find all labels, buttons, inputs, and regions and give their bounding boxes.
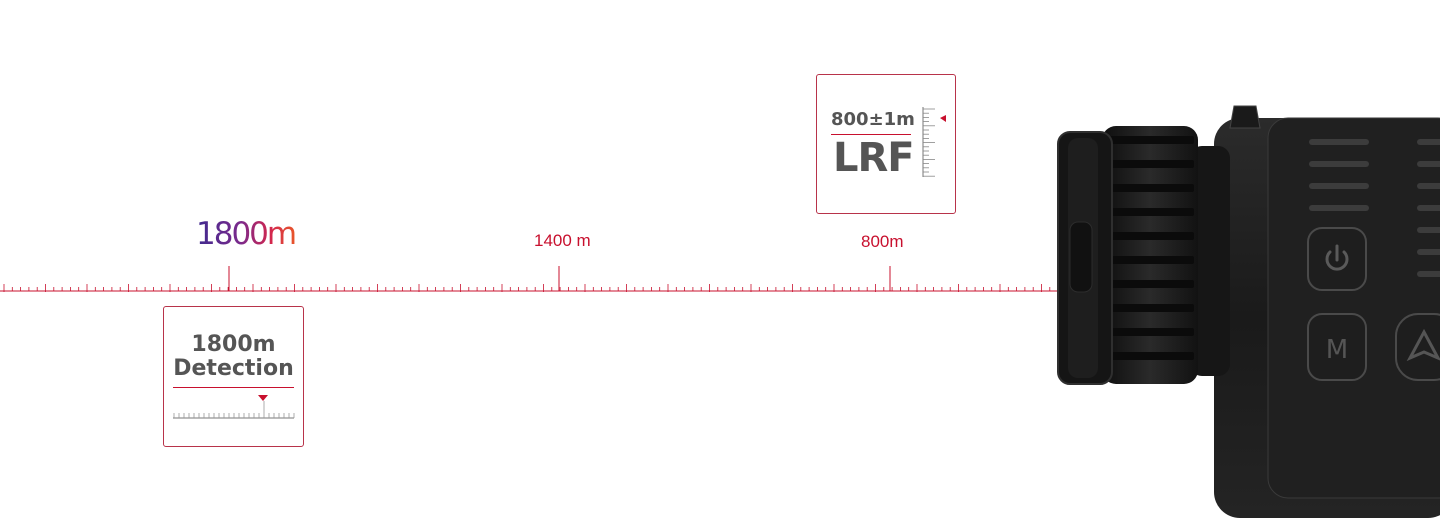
lrf-pointer-icon xyxy=(940,115,946,122)
detection-divider xyxy=(173,387,294,388)
focus-ring-ribs xyxy=(1106,136,1194,360)
lens-collar xyxy=(1190,146,1230,376)
detection-distance: 1800m xyxy=(191,332,276,357)
lrf-accuracy-value: 800±1m xyxy=(831,109,915,130)
focus-ring-rib xyxy=(1106,328,1194,336)
focus-ring-rib xyxy=(1106,280,1194,288)
thermal-device-illustration: M xyxy=(1057,105,1440,518)
body-grooves xyxy=(1309,139,1440,277)
navigation-arrow-icon xyxy=(1406,328,1440,362)
focus-ring-rib xyxy=(1106,304,1194,312)
distance-label-800: 800m xyxy=(861,232,904,251)
focus-ring-rib xyxy=(1106,184,1194,192)
detection-card: 1800m Detection xyxy=(163,306,304,447)
lrf-card: 800±1m LRF xyxy=(816,74,956,214)
detection-distance-label: 1800m xyxy=(196,216,297,252)
power-icon xyxy=(1325,244,1349,271)
navigation-button xyxy=(1395,313,1440,381)
detection-title: Detection xyxy=(173,356,294,381)
focus-ring-rib xyxy=(1106,256,1194,264)
lrf-divider xyxy=(831,134,911,135)
lrf-title: LRF xyxy=(833,135,915,181)
focus-ring-rib xyxy=(1106,136,1194,144)
detection-pointer-icon xyxy=(258,395,268,401)
m-letter-icon: M xyxy=(1326,335,1348,365)
focus-ring-rib xyxy=(1106,232,1194,240)
focus-ring-rib xyxy=(1106,208,1194,216)
top-knob xyxy=(1229,105,1261,129)
detection-mini-scale xyxy=(173,395,295,419)
focus-ring-rib xyxy=(1106,352,1194,360)
lrf-mini-scale xyxy=(922,107,946,177)
menu-button xyxy=(1307,313,1367,381)
focus-ring-rib xyxy=(1106,160,1194,168)
distance-label-1400: 1400 m xyxy=(534,231,591,250)
